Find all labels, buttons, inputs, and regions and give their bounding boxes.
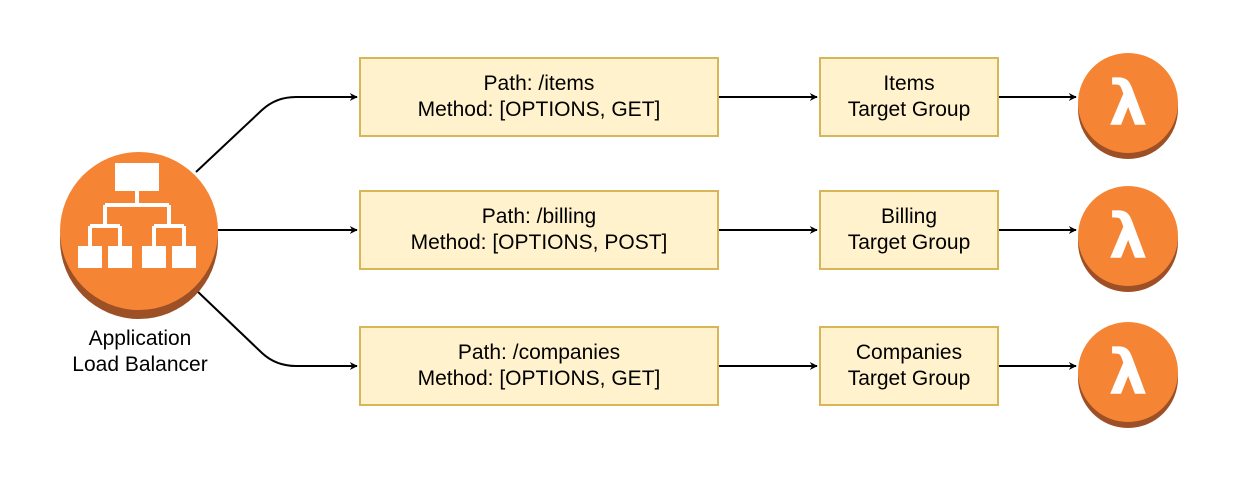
target-group-name: Items: [883, 72, 935, 95]
route-rule-items: Path: /items Method: [OPTIONS, GET]: [359, 57, 719, 137]
load-balancer-caption-line1: Application: [88, 327, 192, 350]
route-method-label: Method: [OPTIONS, GET]: [417, 98, 661, 121]
target-group-name: Companies: [855, 341, 963, 364]
load-balancer-caption: Application Load Balancer: [40, 326, 240, 378]
target-group-label: Target Group: [847, 98, 971, 121]
route-path-label: Path: /items: [483, 72, 595, 95]
route-method-label: Method: [OPTIONS, GET]: [417, 367, 661, 390]
target-group-name: Billing: [880, 205, 938, 228]
route-rule-billing: Path: /billing Method: [OPTIONS, POST]: [359, 190, 719, 270]
target-group-items: Items Target Group: [819, 57, 999, 137]
load-balancer-icon: [60, 152, 218, 319]
route-path-label: Path: /companies: [457, 341, 621, 364]
connector-lb-to-companies: [195, 289, 358, 370]
svg-text:λ: λ: [1108, 200, 1147, 273]
route-path-label: Path: /billing: [481, 205, 597, 228]
connector-lb-to-items: [195, 93, 358, 173]
lambda-icon: λ: [1078, 186, 1178, 292]
route-rule-companies: Path: /companies Method: [OPTIONS, GET]: [359, 326, 719, 406]
target-group-label: Target Group: [847, 367, 971, 390]
route-method-label: Method: [OPTIONS, POST]: [410, 231, 668, 254]
svg-text:λ: λ: [1108, 67, 1147, 140]
target-group-label: Target Group: [847, 231, 971, 254]
target-group-companies: Companies Target Group: [819, 326, 999, 406]
svg-text:λ: λ: [1108, 336, 1147, 409]
lambda-icon: λ: [1078, 53, 1178, 159]
lambda-icon: λ: [1078, 322, 1178, 428]
load-balancer-caption-line2: Load Balancer: [72, 353, 208, 376]
target-group-billing: Billing Target Group: [819, 190, 999, 270]
